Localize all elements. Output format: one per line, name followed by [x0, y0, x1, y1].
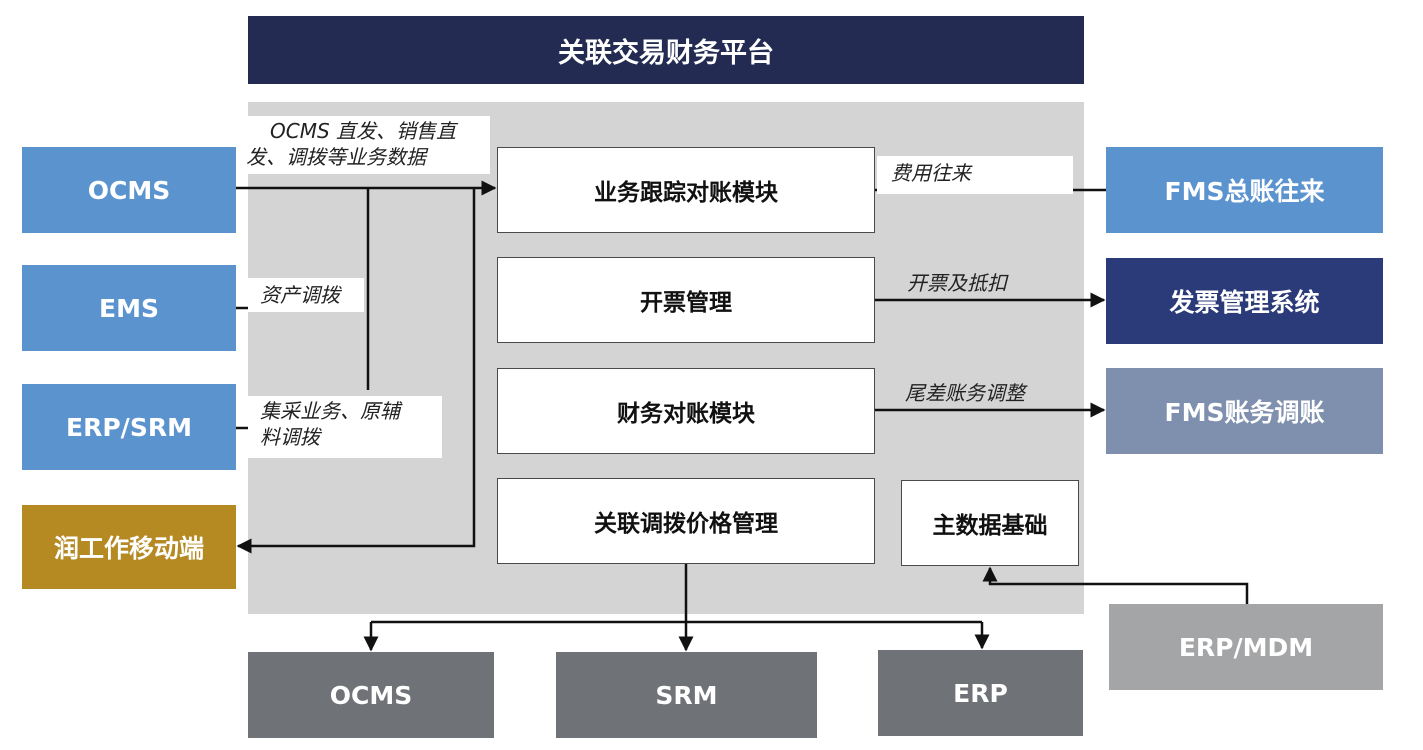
pricing-module[interactable]: 关联调拨价格管理 — [497, 478, 875, 564]
erp-mdm-box[interactable]: ERP/MDM — [1109, 604, 1383, 690]
erp-srm-flow-label-line2: 料调拨 — [260, 425, 320, 449]
adjust-flow-label: 尾差账务调整 — [905, 381, 1025, 405]
ocms-flow-label: OCMS 直发、销售直 发、调拨等业务数据 — [236, 116, 490, 174]
ocms-flow-label-line2: 发、调拨等业务数据 — [246, 145, 426, 169]
invoice-system-box[interactable]: 发票管理系统 — [1106, 258, 1383, 344]
ocms-source-box[interactable]: OCMS — [22, 147, 236, 233]
finance-recon-module[interactable]: 财务对账模块 — [497, 368, 875, 454]
ems-source-box[interactable]: EMS — [22, 265, 236, 351]
tracking-recon-module[interactable]: 业务跟踪对账模块 — [497, 147, 875, 233]
srm-target-box[interactable]: SRM — [556, 652, 817, 738]
mdm-to-master-arrow — [982, 566, 1249, 604]
fms-ledger-box[interactable]: FMS总账往来 — [1106, 147, 1383, 233]
invoicing-module[interactable]: 开票管理 — [497, 257, 875, 343]
erp-srm-flow-label: 集采业务、原辅 料调拨 — [248, 396, 442, 458]
mobile-loop-arrow — [236, 188, 476, 554]
fms-adjust-box[interactable]: FMS账务调账 — [1106, 368, 1383, 454]
erp-srm-source-box[interactable]: ERP/SRM — [22, 384, 236, 470]
erp-srm-flow-label-line1: 集采业务、原辅 — [260, 399, 400, 423]
ocms-target-box[interactable]: OCMS — [248, 652, 494, 738]
platform-title: 关联交易财务平台 — [248, 16, 1084, 84]
fees-flow-label: 费用往来 — [877, 156, 1073, 194]
ems-flow-label: 资产调拨 — [248, 278, 364, 312]
ocms-flow-label-line1: OCMS 直发、销售直 — [270, 119, 457, 143]
invoice-flow-label: 开票及抵扣 — [907, 271, 1007, 295]
erp-target-box[interactable]: ERP — [878, 650, 1083, 736]
mobile-app-box[interactable]: 润工作移动端 — [22, 505, 236, 589]
master-data-module[interactable]: 主数据基础 — [901, 480, 1079, 566]
